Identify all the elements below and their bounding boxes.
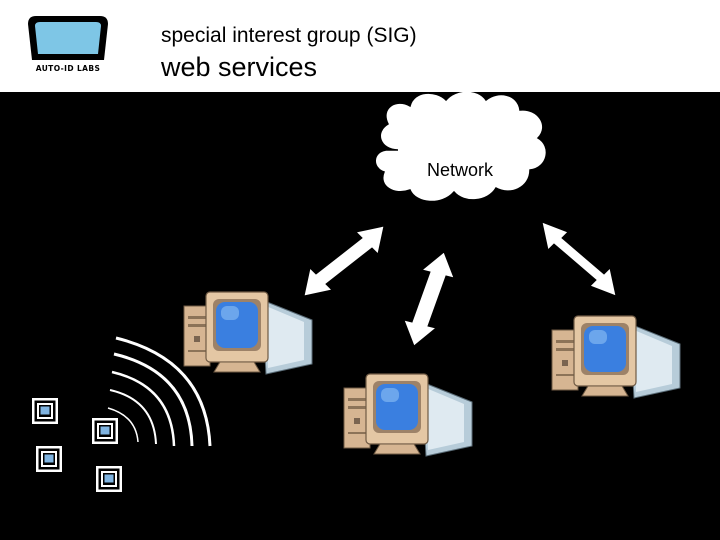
arrows (303, 221, 617, 347)
network-cloud-icon: Network (374, 92, 548, 203)
network-diagram: Network (32, 92, 681, 492)
double-arrow-icon (403, 251, 455, 347)
rfid-tag-icon (32, 398, 58, 424)
logo-text: AUTO-ID LABS (35, 64, 101, 73)
radio-waves-icon (107, 336, 212, 447)
auto-id-labs-logo: AUTO-ID LABS (26, 14, 110, 78)
header-bar: AUTO-ID LABS special interest group (SIG… (0, 0, 720, 92)
double-arrow-icon (303, 225, 385, 297)
computer-2-icon (343, 373, 473, 457)
network-label: Network (427, 160, 494, 180)
slide-subtitle: special interest group (SIG) (161, 24, 417, 47)
logo-monitor-icon (28, 16, 108, 60)
slide-title: web services (161, 52, 318, 82)
rfid-tag-icon (96, 466, 122, 492)
double-arrow-icon (541, 221, 617, 297)
rfid-tag-icon (36, 446, 62, 472)
computer-1-icon (183, 291, 313, 375)
computer-3-icon (551, 315, 681, 399)
rfid-tag-icon (92, 418, 118, 444)
